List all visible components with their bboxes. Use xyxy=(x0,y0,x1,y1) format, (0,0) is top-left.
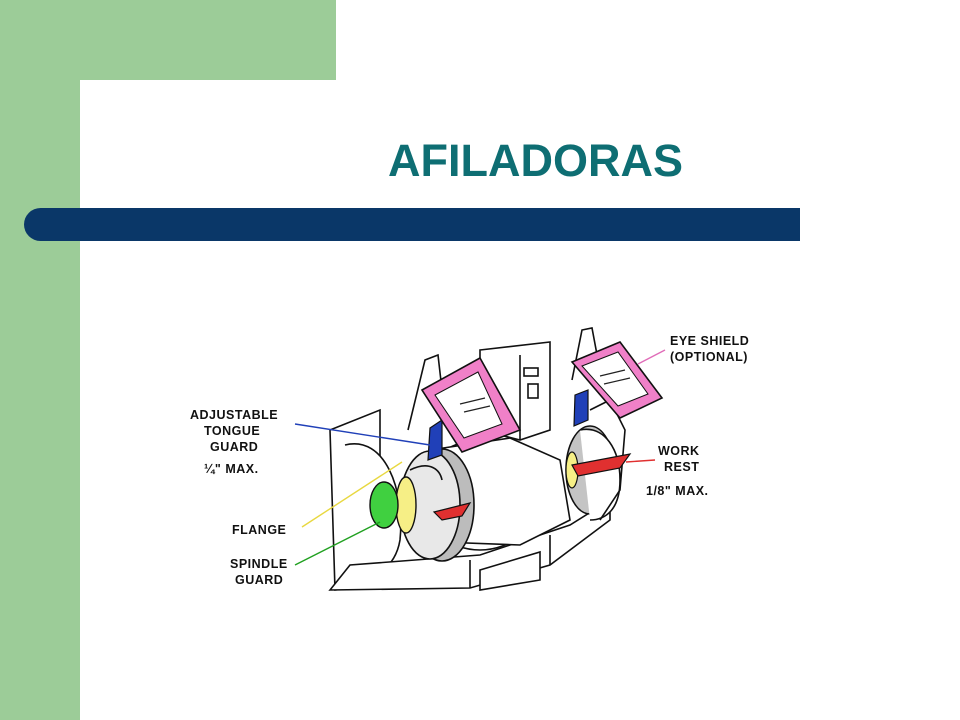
adjustable-label-3: GUARD xyxy=(210,440,258,454)
eye-shield-label-1: EYE SHIELD xyxy=(670,334,749,348)
left-work-rest xyxy=(432,502,472,521)
work-rest-label-1: WORK xyxy=(658,444,700,458)
content-panel-corner xyxy=(80,80,160,160)
spindle-label-1: SPINDLE xyxy=(230,557,288,571)
adjustable-label-1: ADJUSTABLE xyxy=(190,408,278,422)
flange xyxy=(395,476,417,534)
spindle-guard-leader xyxy=(294,521,381,566)
slide-title: AFILADORAS xyxy=(388,135,683,186)
eye-shield-leader xyxy=(637,349,666,365)
left-grinding-wheel xyxy=(399,448,475,562)
green-top-tab xyxy=(80,0,336,80)
eye-shield-label-2: (OPTIONAL) xyxy=(670,350,748,364)
adjustable-label-4: ¼" MAX. xyxy=(204,462,259,476)
spindle-label-2: GUARD xyxy=(235,573,283,587)
right-work-rest xyxy=(571,453,632,477)
flange-label: FLANGE xyxy=(232,523,286,537)
adjustable-label-2: TONGUE xyxy=(204,424,260,438)
title-underline-bar xyxy=(24,208,800,241)
left-tongue-guard xyxy=(427,418,443,461)
grinder-base xyxy=(328,408,611,591)
work-rest-label-3: 1/8" MAX. xyxy=(646,484,709,498)
flange-leader xyxy=(301,461,403,528)
bench-grinder-diagram: ADJUSTABLE TONGUE GUARD ¼" MAX. FLANGE S… xyxy=(180,320,780,610)
green-sidebar xyxy=(0,0,80,720)
left-eye-shield xyxy=(420,356,522,453)
work-rest-leader xyxy=(625,459,656,463)
work-rest-label-2: REST xyxy=(664,460,699,474)
spindle-guard-highlight xyxy=(369,481,399,529)
right-tongue-guard xyxy=(573,389,589,427)
tongue-guard-leader xyxy=(294,423,431,446)
right-eye-shield xyxy=(570,341,664,419)
